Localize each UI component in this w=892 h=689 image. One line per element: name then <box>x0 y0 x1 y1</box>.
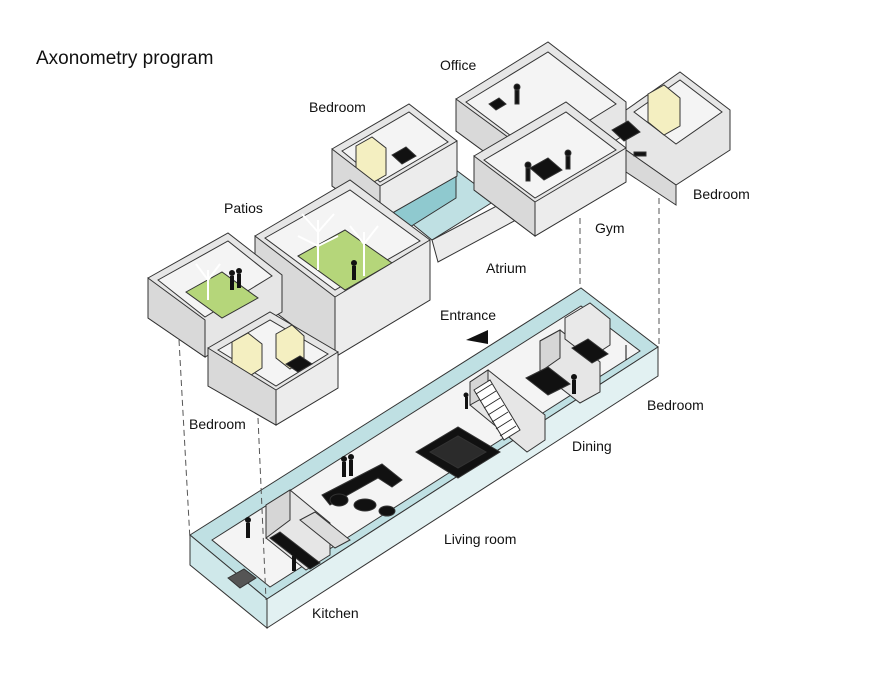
accent-wall <box>647 84 681 136</box>
upper-floor <box>147 41 731 426</box>
lounge-chair <box>378 505 396 517</box>
label-dining: Dining <box>572 438 612 454</box>
label-office: Office <box>440 57 477 73</box>
label-bedroom-lower-right: Bedroom <box>647 397 704 413</box>
entrance-arrow-icon <box>466 330 488 344</box>
label-entrance: Entrance <box>440 307 497 323</box>
label-bedroom-lower-left: Bedroom <box>189 416 246 432</box>
label-gym: Gym <box>595 220 625 236</box>
armchair <box>329 493 349 507</box>
bed <box>611 120 641 142</box>
bed <box>391 146 417 165</box>
bed <box>285 355 313 373</box>
people-lower-floor <box>245 345 627 571</box>
label-living-room: Living room <box>444 531 517 547</box>
living-room-partition <box>299 511 351 549</box>
label-atrium: Atrium <box>486 260 527 276</box>
lower-floor <box>189 287 659 630</box>
ping-pong-table <box>529 157 563 181</box>
lower-bed <box>571 338 609 364</box>
projection-lines <box>178 198 660 601</box>
diagram-title: Axonometry program <box>36 48 214 69</box>
coffee-table <box>353 498 377 512</box>
label-patios: Patios <box>224 200 263 216</box>
patio-people <box>229 260 357 290</box>
office-desk <box>488 97 507 111</box>
staircase <box>473 379 521 441</box>
label-kitchen: Kitchen <box>312 605 359 621</box>
kitchen-stair <box>227 568 257 589</box>
dining-table <box>525 366 571 396</box>
label-bedroom-upper-right: Bedroom <box>693 186 750 202</box>
label-bedroom-upper-left: Bedroom <box>309 99 366 115</box>
lower-bedroom-wall-2 <box>564 302 611 359</box>
patio-trees <box>195 213 379 300</box>
